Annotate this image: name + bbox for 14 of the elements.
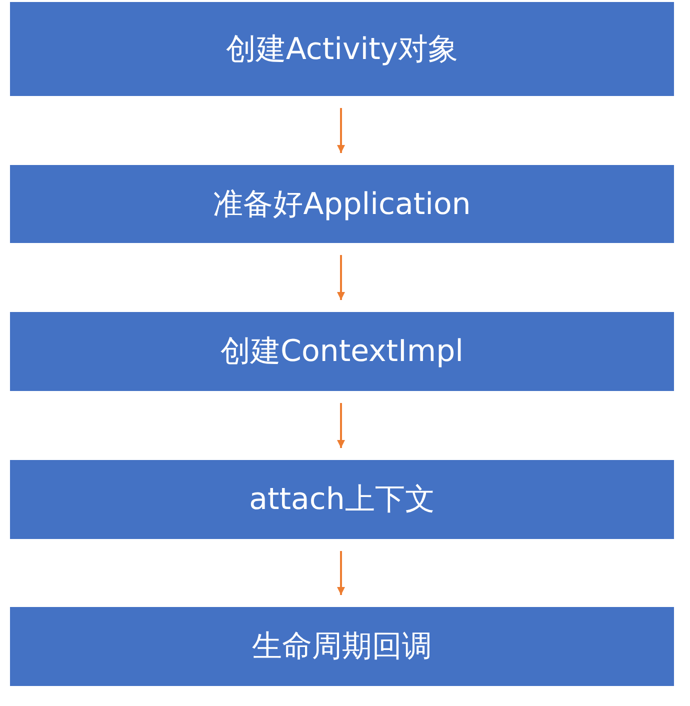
box-label: attach上下文 [249,481,435,519]
box-label: 创建ContextImpl [220,333,464,371]
arrow [337,255,345,300]
process-box [10,607,674,686]
arrow [337,551,345,595]
process-box [10,312,674,391]
process-box [10,165,674,243]
box-label: 创建Activity对象 [226,30,458,68]
box-label: 生命周期回调 [252,628,432,666]
process-box [10,460,674,539]
box-label: 准备好Application [213,186,471,224]
arrow [337,403,345,448]
process-box [10,2,674,96]
arrow [337,108,345,153]
